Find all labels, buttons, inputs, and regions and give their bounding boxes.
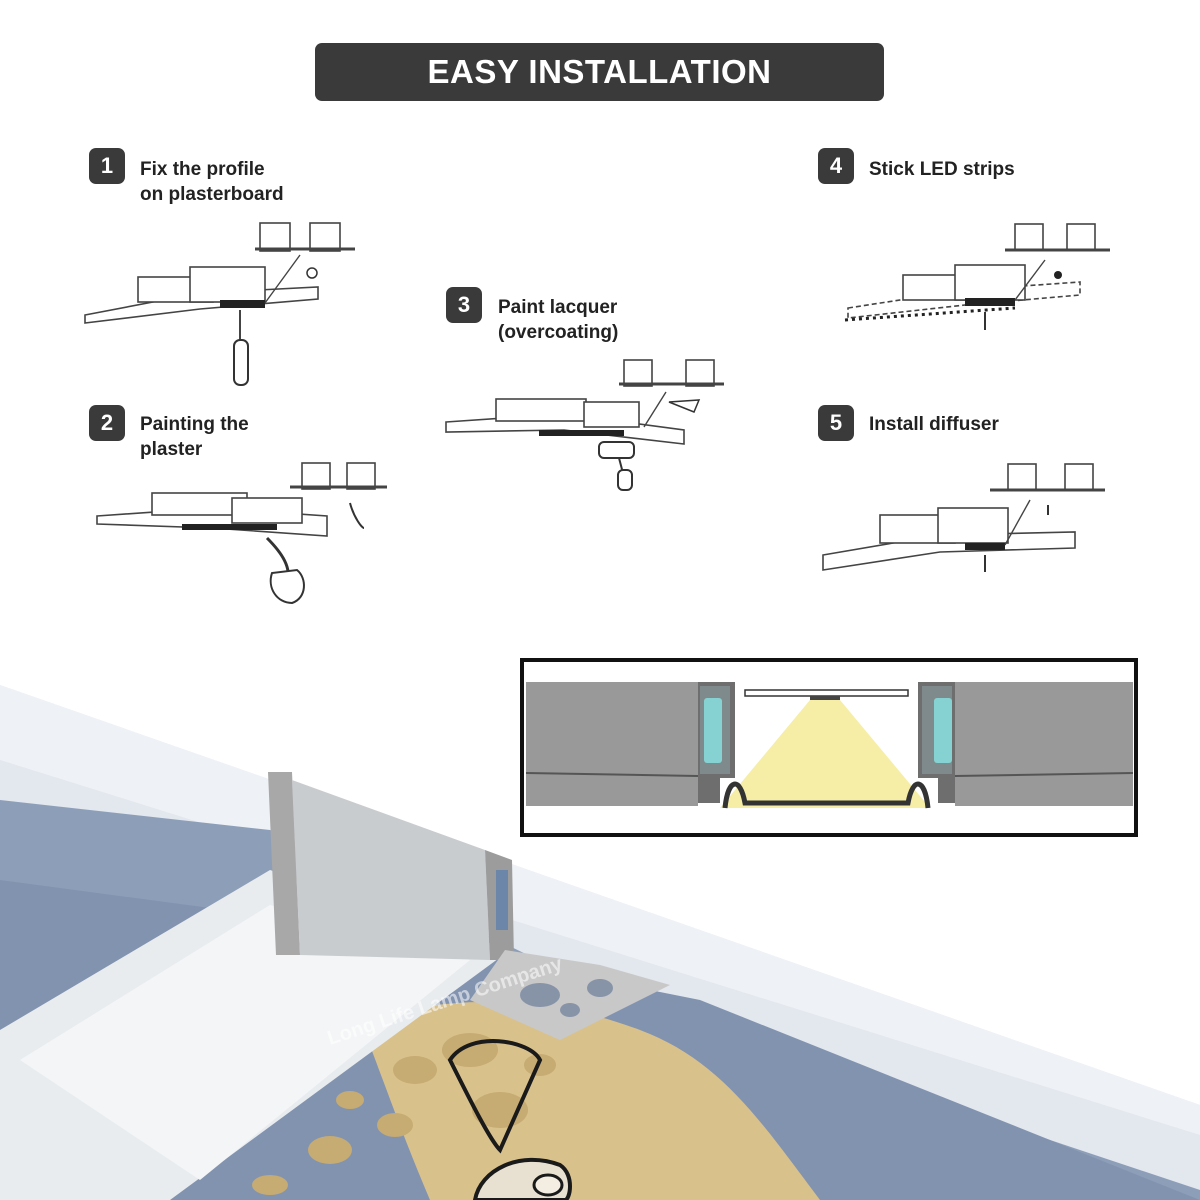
hand-thumb: [532, 1173, 564, 1197]
step-label-1-line2: on plasterboard: [140, 184, 284, 205]
step-label-2: Painting the plaster: [140, 412, 249, 462]
plaster-dot: [308, 1136, 352, 1164]
plaster-dot: [377, 1113, 413, 1137]
step-label-5-line1: Install diffuser: [869, 414, 999, 435]
profile-inner-wall: [292, 780, 490, 960]
step-1-illustration: [84, 222, 355, 386]
step-label-5: Install diffuser: [869, 412, 999, 437]
page-title: EASY INSTALLATION: [315, 43, 884, 101]
light-beam: [720, 700, 930, 808]
plaster-dot: [393, 1056, 437, 1084]
step-label-1: Fix the profile on plasterboard: [140, 157, 284, 207]
step-label-2-line2: plaster: [140, 439, 203, 460]
step-label-1-line1: Fix the profile: [140, 159, 265, 180]
step-label-3: Paint lacquer (overcoating): [498, 295, 618, 345]
step-5-illustration: [822, 463, 1105, 572]
right-gasket: [934, 698, 952, 763]
step-number-3: 3: [446, 287, 482, 323]
profile-left-wall: [268, 772, 300, 955]
plaster-dot: [252, 1175, 288, 1195]
step-label-3-line1: Paint lacquer: [498, 297, 618, 318]
plaster-dot: [336, 1091, 364, 1109]
flange-hole: [587, 979, 613, 997]
flange-hole: [520, 983, 560, 1007]
step-number-5: 5: [818, 405, 854, 441]
gasket: [496, 870, 508, 930]
step-number-4: 4: [818, 148, 854, 184]
flange-hole: [560, 1003, 580, 1017]
step-label-4: Stick LED strips: [869, 157, 1015, 182]
diffuser: [722, 781, 931, 809]
profile-diffuser-shade: [20, 905, 470, 1180]
step-label-3-line2: (overcoating): [498, 322, 619, 343]
trowel-icon: [447, 1039, 543, 1154]
profile-cross-section: [520, 658, 1138, 837]
step-4-illustration: [844, 223, 1110, 330]
plaster-dot: [524, 1054, 556, 1076]
step-3-illustration: [445, 359, 724, 491]
left-gasket: [704, 698, 722, 763]
step-number-2: 2: [89, 405, 125, 441]
step-2-illustration: [96, 462, 387, 605]
step-number-1: 1: [89, 148, 125, 184]
step-label-4-line1: Stick LED strips: [869, 159, 1015, 180]
perforated-flange: [470, 950, 670, 1040]
step-label-2-line1: Painting the: [140, 414, 249, 435]
